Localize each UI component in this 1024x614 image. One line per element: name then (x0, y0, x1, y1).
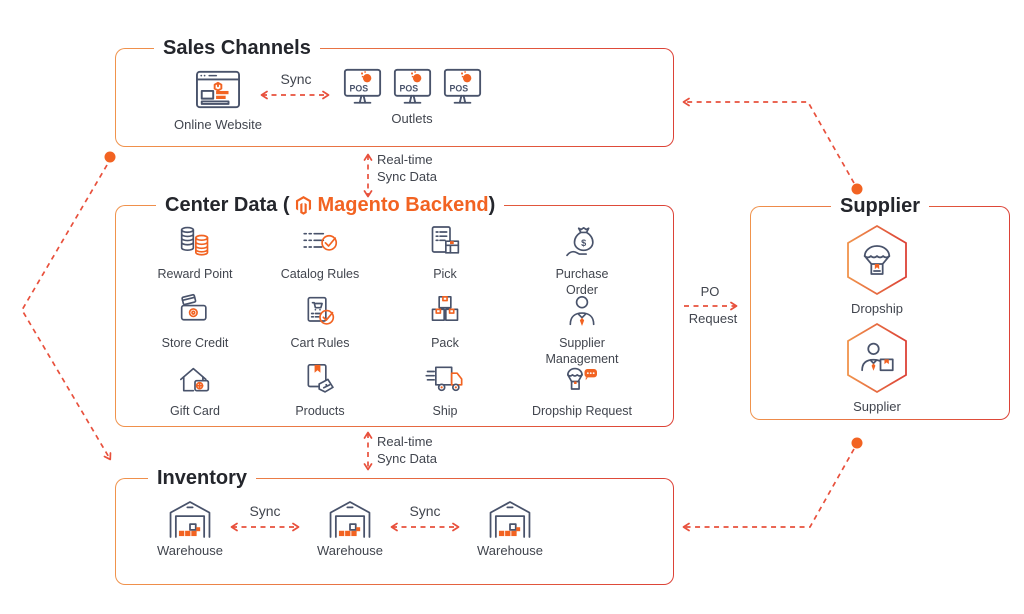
sales-channels-box: Sales Channels (115, 35, 674, 147)
realtime-sync-label-top: Real-time Sync Data (377, 152, 437, 186)
pick-label: Pick (433, 267, 457, 281)
center-data-title-suffix: ) (488, 194, 496, 216)
realtime-sync-label-bottom: Real-time Sync Data (377, 434, 437, 468)
sales-channels-title-text: Sales Channels (163, 37, 311, 59)
gift-card-node: Gift Card (140, 359, 250, 420)
svg-text:$: $ (581, 238, 586, 248)
outlets-label: Outlets (391, 111, 433, 126)
svg-text:POS: POS (399, 84, 418, 94)
gift-card-label: Gift Card (169, 404, 220, 418)
warehouse-icon (169, 501, 211, 538)
pick-node: Pick (390, 222, 500, 283)
pos-terminal-icon: POS (443, 68, 481, 104)
supplier-to-inventory-arrow (682, 448, 855, 532)
sync-label-sales: Sync (280, 71, 312, 87)
money-bag-hand-icon: $ (566, 227, 594, 257)
supplier-to-sales-arrow (682, 97, 855, 184)
realtime-bottom-line2: Sync Data (377, 450, 437, 466)
dropship-node: Dropship (817, 224, 937, 317)
realtime-top-line2: Sync Data (377, 168, 437, 184)
dropship-request-node: Dropship Request (517, 359, 647, 420)
warehouse-node-3: Warehouse (455, 497, 565, 559)
magento-brand-text: Magento Backend (317, 194, 489, 216)
outlets-node: POS POS POS Outlets (332, 67, 492, 127)
dropship-label: Dropship (850, 301, 904, 316)
sales-channels-title: Sales Channels (154, 35, 320, 62)
hexagon-border (847, 322, 907, 394)
supplier-person-box-icon (861, 342, 894, 372)
cart-rules-label: Cart Rules (290, 336, 350, 350)
warehouse-node-1: Warehouse (135, 497, 245, 559)
warehouse-label-1: Warehouse (157, 543, 223, 558)
purchase-order-node: $ Purchase Order (542, 222, 622, 298)
realtime-top-line1: Real-time (377, 152, 433, 167)
supplier-title-text: Supplier (839, 195, 921, 217)
box-tag-icon (307, 364, 334, 393)
supplier-management-node: Supplier Management (542, 291, 622, 367)
list-check-icon (303, 232, 338, 251)
svg-text:POS: POS (349, 84, 368, 94)
catalog-rules-label: Catalog Rules (280, 267, 360, 281)
supplier-item-label: Supplier (853, 399, 901, 414)
svg-text:POS: POS (449, 84, 468, 94)
truck-icon (425, 366, 463, 392)
parachute-box-chat-icon (567, 367, 597, 390)
catalog-rules-node: Catalog Rules (265, 222, 375, 283)
reward-point-label: Reward Point (157, 267, 233, 281)
person-icon (569, 296, 595, 326)
wallet-coin-icon (180, 293, 207, 321)
pack-label: Pack (431, 336, 459, 350)
stacked-boxes-icon (431, 296, 459, 321)
warehouse-node-2: Warehouse (295, 497, 405, 559)
ship-node: Ship (390, 359, 500, 420)
dropship-hexagon (844, 224, 910, 296)
store-credit-label: Store Credit (161, 336, 229, 350)
connector-dot-sales (104, 151, 116, 163)
sales-to-inventory-arrow (21, 164, 112, 461)
supplier-management-label: Supplier Management (545, 336, 619, 366)
supplier-title: Supplier (830, 193, 930, 220)
parachute-box-icon (863, 245, 891, 275)
supplier-person-node: Supplier (817, 322, 937, 415)
pos-terminal-icon: POS (343, 68, 381, 104)
center-data-title-prefix: Center Data ( (165, 194, 290, 216)
inventory-box: Inventory (115, 465, 674, 585)
store-credit-node: Store Credit (140, 291, 250, 352)
products-node: Products (265, 359, 375, 420)
pos-terminals-row: POS POS POS (342, 67, 483, 106)
ship-label: Ship (432, 404, 458, 418)
online-website-node: Online Website (168, 68, 268, 133)
inventory-title-text: Inventory (157, 467, 248, 489)
po-label: PO (700, 284, 720, 299)
online-website-label: Online Website (174, 117, 262, 132)
purchase-order-label: Purchase Order (555, 267, 609, 297)
realtime-bottom-line1: Real-time (377, 434, 433, 449)
dropship-request-label: Dropship Request (531, 404, 633, 418)
center-data-title: Center Data ( Magento Backend ) (156, 192, 505, 219)
pack-node: Pack (390, 291, 500, 352)
supplier-hexagon (844, 322, 910, 394)
magento-logo-icon (296, 196, 312, 215)
sync-label-warehouse-2: Sync (409, 503, 441, 519)
warehouse-label-3: Warehouse (477, 543, 543, 558)
coins-icon (180, 226, 209, 256)
cart-rules-node: Cart Rules (265, 291, 375, 352)
sync-label-warehouse-1: Sync (249, 503, 281, 519)
products-label: Products (295, 404, 345, 418)
pos-terminal-icon: POS (393, 68, 431, 104)
warehouse-icon (489, 501, 531, 538)
warehouse-label-2: Warehouse (317, 543, 383, 558)
po-request-label: Request (688, 311, 738, 326)
house-gift-card-icon (180, 367, 210, 392)
inventory-title: Inventory (148, 465, 257, 492)
hexagon-border (847, 224, 907, 296)
cart-check-icon (307, 296, 335, 325)
document-box-icon (431, 226, 460, 254)
warehouse-icon (329, 501, 371, 538)
connector-dot-supplier-bottom (851, 437, 863, 449)
browser-window-icon (196, 70, 240, 109)
reward-point-node: Reward Point (140, 222, 250, 283)
